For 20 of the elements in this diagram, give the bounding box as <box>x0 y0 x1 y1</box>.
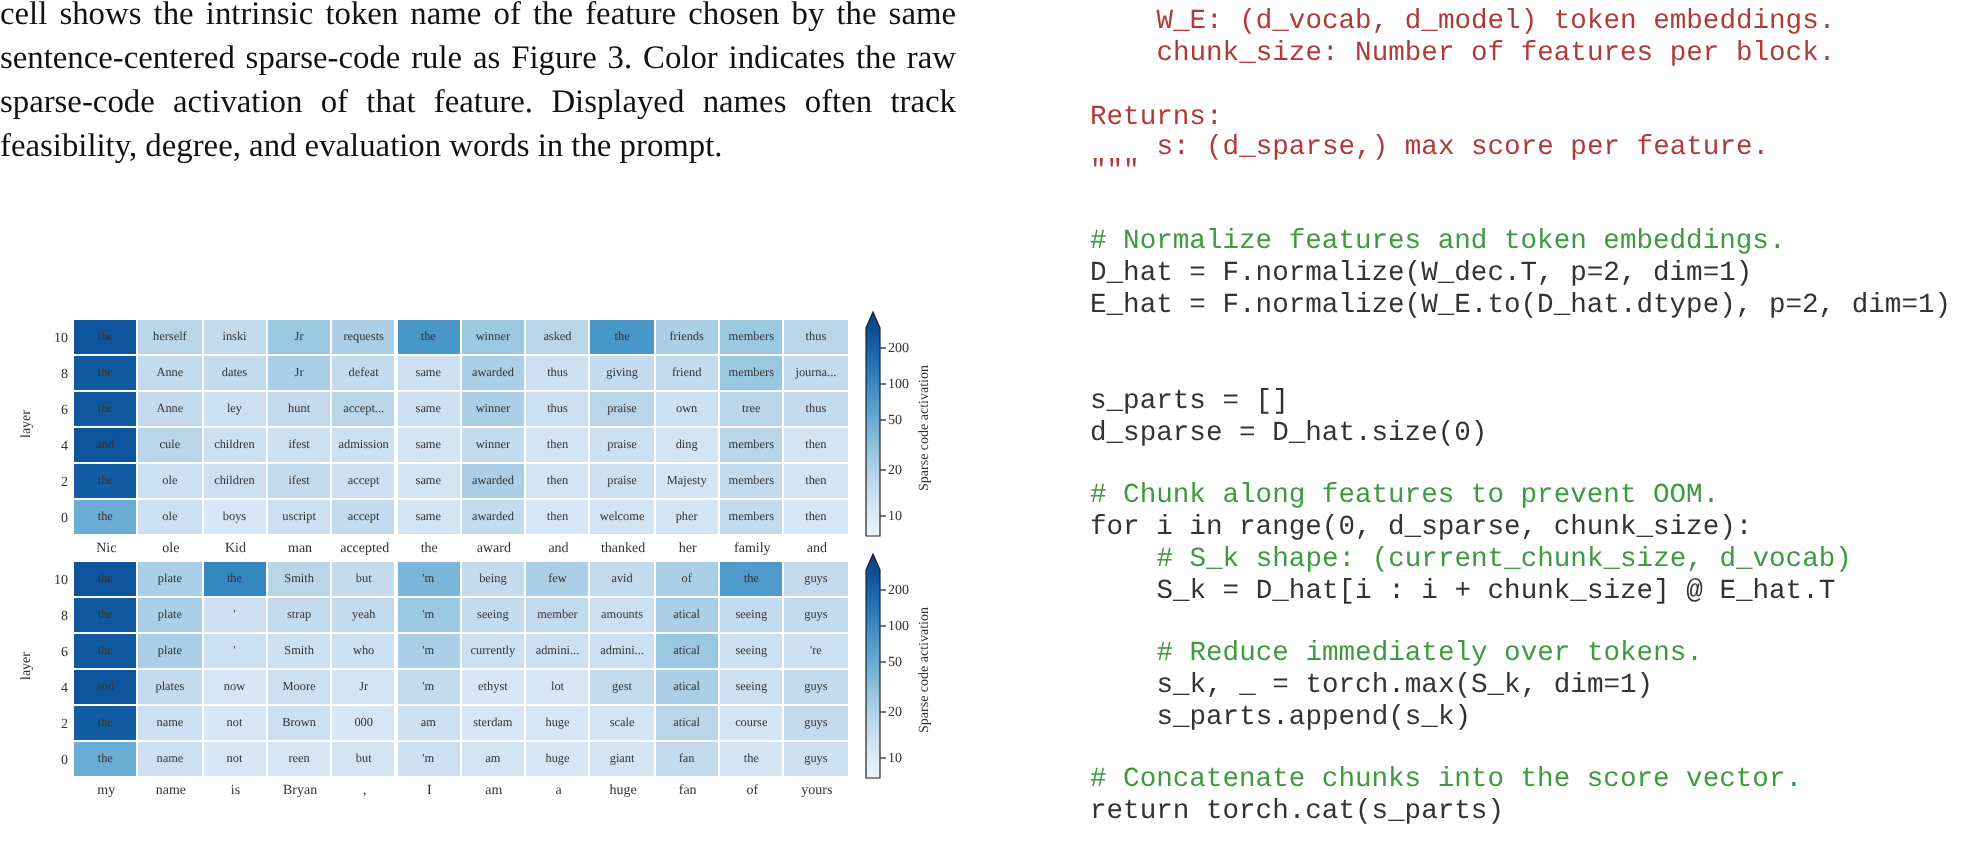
body-paragraph: cell shows the intrinsic token name of the feature chosen by the same sentence-centered sparse-code rule as Figure 3. Color indicates the raw sparse-code activation of that feature. Displayed names often track feasibility, degree, and evaluation words in the prompt. <box>0 0 956 168</box>
code-line: s_parts = [] <box>1090 388 1289 420</box>
code-comment: # Normalize features and token embeddings. <box>1090 228 1786 260</box>
code-line: S_k = D_hat[i : i + chunk_size] @ E_hat.T <box>1156 578 1836 610</box>
code-line: s_k, _ = torch.max(S_k, dim=1) <box>1156 672 1654 704</box>
code-line: return torch.cat(s_parts) <box>1090 798 1504 830</box>
code-docstring-line: s: (d_sparse,) max score per feature. <box>1156 134 1770 166</box>
code-line: d_sparse = D_hat.size(0) <box>1090 420 1488 452</box>
code-comment: # Chunk along features to prevent OOM. <box>1090 482 1720 514</box>
code-comment: # Reduce immediately over tokens. <box>1156 640 1703 672</box>
code-docstring-line: """ <box>1090 158 1140 190</box>
code-docstring-line: chunk_size: Number of features per block. <box>1156 40 1836 72</box>
code-line: E_hat = F.normalize(W_E.to(D_hat.dtype), p=2, dim=1) <box>1090 292 1952 324</box>
code-docstring-line: Returns: <box>1090 104 1223 134</box>
code-line: s_parts.append(s_k) <box>1156 704 1471 736</box>
code-comment: # S_k shape: (current_chunk_size, d_vocab) <box>1156 546 1852 578</box>
code-line: for i in range(0, d_sparse, chunk_size): <box>1090 514 1753 546</box>
code-comment: # Concatenate chunks into the score vector. <box>1090 766 1803 798</box>
code-docstring-line: W_E: (d_vocab, d_model) token embeddings. <box>1156 8 1836 40</box>
code-line: D_hat = F.normalize(W_dec.T, p=2, dim=1) <box>1090 260 1753 292</box>
